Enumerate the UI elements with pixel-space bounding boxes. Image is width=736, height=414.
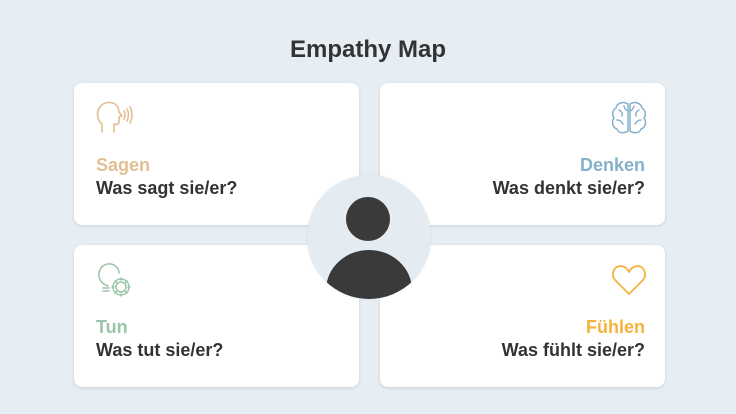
speaking-head-icon	[96, 101, 133, 133]
quadrant-question: Was tut sie/er?	[96, 340, 224, 360]
quadrant-fuehlen: Fühlen Was fühlt sie/er?	[380, 245, 665, 387]
lightbulb-gear-icon	[98, 263, 131, 297]
heart-icon	[612, 265, 646, 295]
quadrant-label: Sagen	[96, 155, 151, 175]
person-icon	[326, 197, 412, 299]
quadrant-label: Denken	[579, 155, 645, 175]
quadrant-label: Fühlen	[586, 317, 645, 337]
quadrant-sagen: Sagen Was sagt sie/er?	[74, 83, 359, 225]
page-title: Empathy Map	[289, 36, 447, 63]
quadrant-tun: Tun Was tut sie/er?	[74, 245, 359, 387]
brain-icon	[611, 101, 647, 134]
quadrant-question: Was denkt sie/er?	[492, 178, 645, 198]
quadrant-question: Was sagt sie/er?	[96, 178, 238, 198]
persona-circle	[307, 175, 431, 299]
quadrant-denken: Denken Was denkt sie/er?	[380, 83, 665, 225]
quadrant-question: Was fühlt sie/er?	[501, 340, 645, 360]
quadrant-label: Tun	[96, 317, 128, 337]
